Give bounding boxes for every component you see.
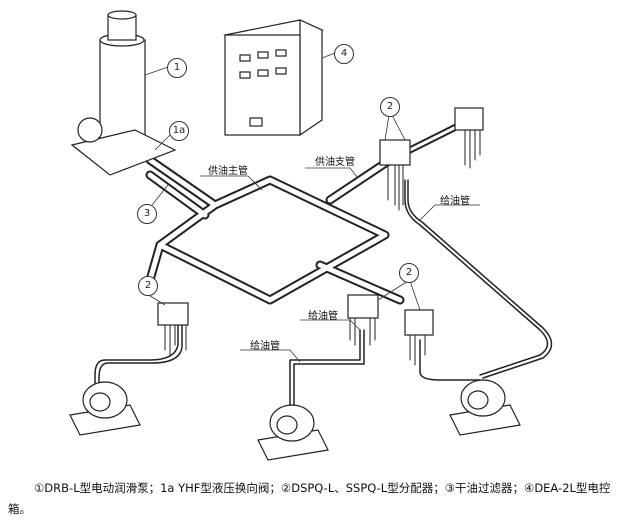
system-drawing (69, 10, 553, 461)
bearing-middle (257, 404, 329, 461)
label-feed-pipe-bottom: 给油管 (250, 341, 280, 352)
callout-filter: 3 (137, 204, 157, 224)
callout-distributor-top: 2 (380, 97, 400, 117)
bearing-left (69, 381, 141, 436)
distributor-left (157, 302, 189, 326)
label-feed-pipe-right: 给油管 (440, 196, 470, 207)
bearing-right (449, 379, 521, 436)
callout-pump: 1 (167, 58, 187, 78)
distributor-right-b (404, 309, 434, 336)
distributor-top-right (454, 107, 484, 131)
feed-pipes (94, 179, 553, 406)
figure-caption: ①DRB-L型电动润滑泵；1a YHF型液压换向阀；②DSPQ-L、SSPQ-L… (8, 481, 611, 516)
distributor-top-left (379, 139, 411, 166)
callout-valve: 1a (169, 121, 189, 141)
callout-control-box: 4 (334, 44, 354, 64)
distributor-outlets (164, 123, 481, 366)
label-main-supply-pipe: 供油主管 (208, 166, 248, 177)
control-box (223, 19, 324, 137)
label-branch-supply-pipe: 供油支管 (315, 157, 355, 168)
label-feed-pipe-middle: 给油管 (308, 311, 338, 322)
callout-distributor-left: 2 (138, 276, 158, 296)
callout-distributor-right: 2 (399, 263, 419, 283)
distributor-right-a (347, 294, 379, 319)
pump (70, 10, 177, 176)
